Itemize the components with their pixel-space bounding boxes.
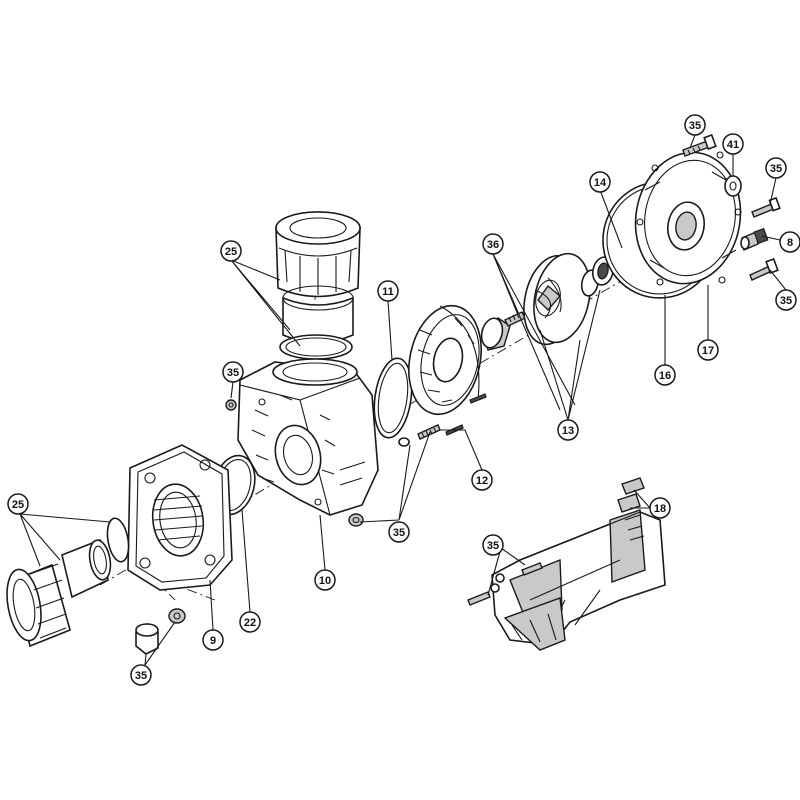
callout-label: 10 bbox=[319, 575, 331, 587]
left-union-nut-part bbox=[6, 563, 71, 648]
callout-25-top[interactable]: 25 bbox=[220, 240, 242, 262]
callout-label: 25 bbox=[225, 246, 237, 258]
callout-label: 35 bbox=[487, 540, 499, 552]
callout-label: 35 bbox=[689, 120, 701, 132]
callout-label: 35 bbox=[393, 527, 405, 539]
callout-label: 41 bbox=[727, 139, 739, 151]
callout-9[interactable]: 9 bbox=[202, 629, 224, 651]
top-o-ring-part bbox=[279, 334, 353, 360]
callout-11[interactable]: 11 bbox=[377, 280, 399, 302]
top-union-nut-part bbox=[275, 211, 361, 298]
callout-41[interactable]: 41 bbox=[722, 133, 744, 155]
screw-right-upper-part bbox=[751, 196, 781, 218]
diffuser-part bbox=[408, 304, 482, 416]
callout-36[interactable]: 36 bbox=[482, 233, 504, 255]
screw-right-lower-part bbox=[749, 257, 779, 281]
callout-12[interactable]: 12 bbox=[471, 469, 493, 491]
callout-label: 17 bbox=[702, 345, 714, 357]
callout-label: 35 bbox=[135, 670, 147, 682]
callout-label: 13 bbox=[562, 425, 574, 437]
leader-lines bbox=[19, 134, 787, 666]
callout-label: 14 bbox=[594, 177, 607, 189]
drain-nut-part bbox=[168, 608, 186, 624]
seal-plate-part bbox=[634, 151, 742, 286]
pin-upper-part bbox=[469, 393, 487, 404]
base-screws-part bbox=[467, 562, 543, 606]
callout-label: 16 bbox=[659, 370, 671, 382]
callout-label: 18 bbox=[654, 503, 666, 515]
callout-label: 35 bbox=[780, 295, 792, 307]
callout-35-right-upper[interactable]: 35 bbox=[765, 157, 787, 179]
callout-35-base[interactable]: 35 bbox=[482, 534, 504, 556]
callout-16[interactable]: 16 bbox=[654, 364, 676, 386]
flange-part bbox=[127, 444, 233, 591]
callout-35-housing-left[interactable]: 35 bbox=[222, 361, 244, 383]
callout-18[interactable]: 18 bbox=[649, 497, 671, 519]
callout-22[interactable]: 22 bbox=[239, 611, 261, 633]
callout-label: 36 bbox=[487, 239, 499, 251]
callout-10[interactable]: 10 bbox=[314, 569, 336, 591]
callout-label: 22 bbox=[244, 617, 256, 629]
impeller-part bbox=[523, 252, 591, 346]
left-o-ring-part bbox=[106, 517, 130, 563]
callout-13[interactable]: 13 bbox=[557, 419, 579, 441]
drain-plug-8-part bbox=[740, 227, 769, 251]
callout-label: 8 bbox=[787, 237, 793, 249]
left-tail-piece-part bbox=[61, 538, 112, 599]
shaft-sleeve-part bbox=[480, 311, 526, 351]
small-nut-left-part bbox=[225, 399, 237, 411]
callout-35-right-lower[interactable]: 35 bbox=[775, 289, 797, 311]
callout-35-top[interactable]: 35 bbox=[684, 114, 706, 136]
callout-17[interactable]: 17 bbox=[697, 339, 719, 361]
long-screw-part bbox=[398, 424, 441, 447]
callout-35-housing-right[interactable]: 35 bbox=[388, 521, 410, 543]
nut-lower-part bbox=[348, 513, 364, 527]
callout-label: 35 bbox=[227, 367, 239, 379]
drain-cap-part bbox=[135, 623, 159, 655]
callout-label: 9 bbox=[210, 635, 216, 647]
pump-base-part bbox=[491, 477, 666, 651]
callout-label: 25 bbox=[12, 499, 24, 511]
callout-25-left[interactable]: 25 bbox=[7, 493, 29, 515]
callout-label: 12 bbox=[476, 475, 488, 487]
callout-14[interactable]: 14 bbox=[589, 171, 611, 193]
callout-8[interactable]: 8 bbox=[779, 231, 800, 253]
callout-label: 11 bbox=[382, 286, 394, 298]
washer-41-part bbox=[724, 175, 742, 197]
screw-top-part bbox=[682, 133, 717, 157]
callout-label: 35 bbox=[770, 163, 782, 175]
o-ring-11-part bbox=[373, 357, 413, 439]
callout-35-bottom[interactable]: 35 bbox=[130, 664, 152, 686]
pump-housing-part bbox=[237, 358, 379, 516]
